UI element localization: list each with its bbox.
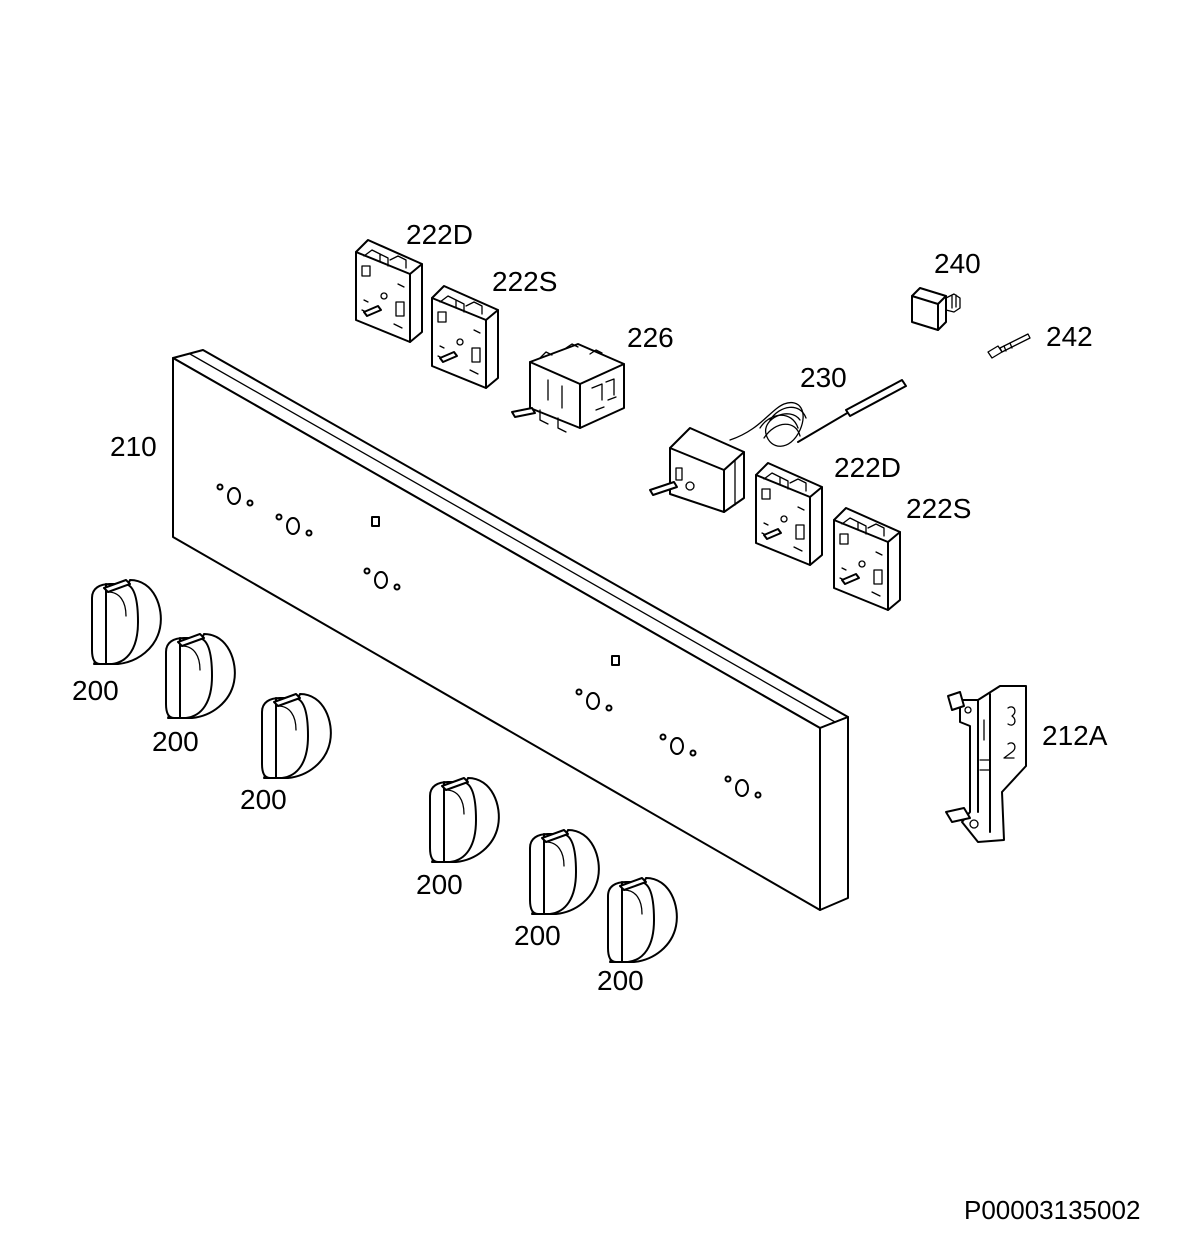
knob-200-6: [607, 877, 678, 963]
label-knob-6: 200: [597, 965, 644, 996]
indicator-lamp-240: [911, 287, 961, 331]
label-222d-right: 222D: [834, 452, 901, 483]
label-knob-4: 200: [416, 869, 463, 900]
selector-switch-226: [511, 343, 625, 433]
label-212a: 212A: [1042, 720, 1108, 751]
knob-200-3: [261, 693, 332, 779]
label-226: 226: [627, 322, 674, 353]
knob-200-2: [165, 633, 236, 719]
label-210: 210: [110, 431, 157, 462]
knob-200-4: [429, 777, 500, 863]
knob-200-1: [91, 579, 162, 665]
label-222d-top: 222D: [406, 219, 473, 250]
rotary-switch-222s-top: [431, 285, 499, 389]
control-panel-210: [172, 349, 849, 911]
label-knob-2: 200: [152, 726, 199, 757]
part-242: [987, 333, 1031, 359]
knob-200-5: [529, 829, 600, 915]
label-knob-3: 200: [240, 784, 287, 815]
label-222s-right: 222S: [906, 493, 971, 524]
label-knob-5: 200: [514, 920, 561, 951]
label-222s-top: 222S: [492, 266, 557, 297]
bracket-212a: [945, 685, 1027, 843]
label-240: 240: [934, 248, 981, 279]
label-242: 242: [1046, 321, 1093, 352]
diagram-reference-code: P00003135002: [964, 1195, 1140, 1225]
thermostat-230: [649, 379, 907, 513]
rotary-switch-222d-right: [755, 462, 823, 566]
label-knob-1: 200: [72, 675, 119, 706]
panel-holes: [216, 483, 762, 799]
rotary-switch-222s-right: [833, 507, 901, 611]
label-230: 230: [800, 362, 847, 393]
rotary-switch-222d-top: [355, 239, 423, 343]
